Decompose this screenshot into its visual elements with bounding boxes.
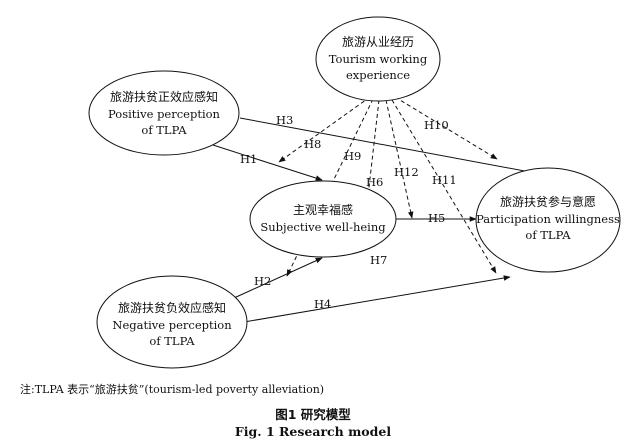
edge-label-H11: H11 [432, 173, 457, 187]
node-experience-en-2: experience [346, 68, 410, 82]
edge-label-H10: H10 [424, 118, 449, 132]
node-positive: 旅游扶贫正效应感知 Positive perception of TLPA [88, 70, 240, 156]
edge-label-H3: H3 [276, 113, 293, 127]
node-positive-zh: 旅游扶贫正效应感知 [110, 89, 218, 104]
edge-label-H12: H12 [394, 165, 419, 179]
edge-label-H4: H4 [314, 297, 331, 311]
node-positive-en-2: of TLPA [141, 123, 187, 137]
node-participation-en-2: of TLPA [525, 228, 571, 242]
caption-en: Fig. 1 Research model [234, 424, 392, 439]
edge-label-H6: H6 [366, 175, 383, 189]
node-experience: 旅游从业经历 Tourism working experience [315, 16, 441, 102]
edge-H2 [233, 257, 323, 299]
edge-label-H8: H8 [304, 137, 321, 151]
edge-label-H1: H1 [240, 152, 257, 166]
node-negative-en-2: of TLPA [149, 334, 195, 348]
edge-H6 [365, 99, 380, 197]
node-wellbeing-zh: 主观幸福感 [293, 202, 353, 217]
node-negative-en-1: Negative perception [112, 318, 232, 332]
node-wellbeing-en: Subjective well-heing [260, 220, 386, 234]
figure-note: 注:TLPA 表示“旅游扶贫”(tourism-led poverty alle… [20, 383, 325, 396]
node-participation-zh: 旅游扶贫参与意愿 [500, 194, 596, 209]
edge-H10 [394, 96, 498, 160]
edge-H8 [278, 96, 371, 163]
edge-label-H5: H5 [428, 211, 445, 225]
node-experience-en-1: Tourism working [329, 52, 428, 66]
edge-H11 [391, 99, 497, 274]
edge-H12 [385, 99, 414, 219]
caption-zh: 图1 研究模型 [275, 407, 351, 422]
edge-label-H7: H7 [370, 253, 387, 267]
node-negative: 旅游扶贫负效应感知 Negative perception of TLPA [96, 275, 248, 369]
node-participation: 旅游扶贫参与意愿 Participation willingness of TL… [475, 167, 621, 273]
edge-H1 [212, 144, 323, 181]
node-participation-en-1: Participation willingness [476, 212, 620, 226]
node-wellbeing: 主观幸福感 Subjective well-heing [249, 180, 397, 258]
node-experience-zh: 旅游从业经历 [342, 35, 414, 49]
node-positive-en-1: Positive perception [108, 107, 221, 121]
edge-label-H9: H9 [344, 149, 361, 163]
edge-H4 [243, 275, 511, 323]
edge-H3 [239, 117, 547, 177]
node-negative-zh: 旅游扶贫负效应感知 [118, 300, 226, 315]
edge-label-H2: H2 [254, 274, 271, 288]
